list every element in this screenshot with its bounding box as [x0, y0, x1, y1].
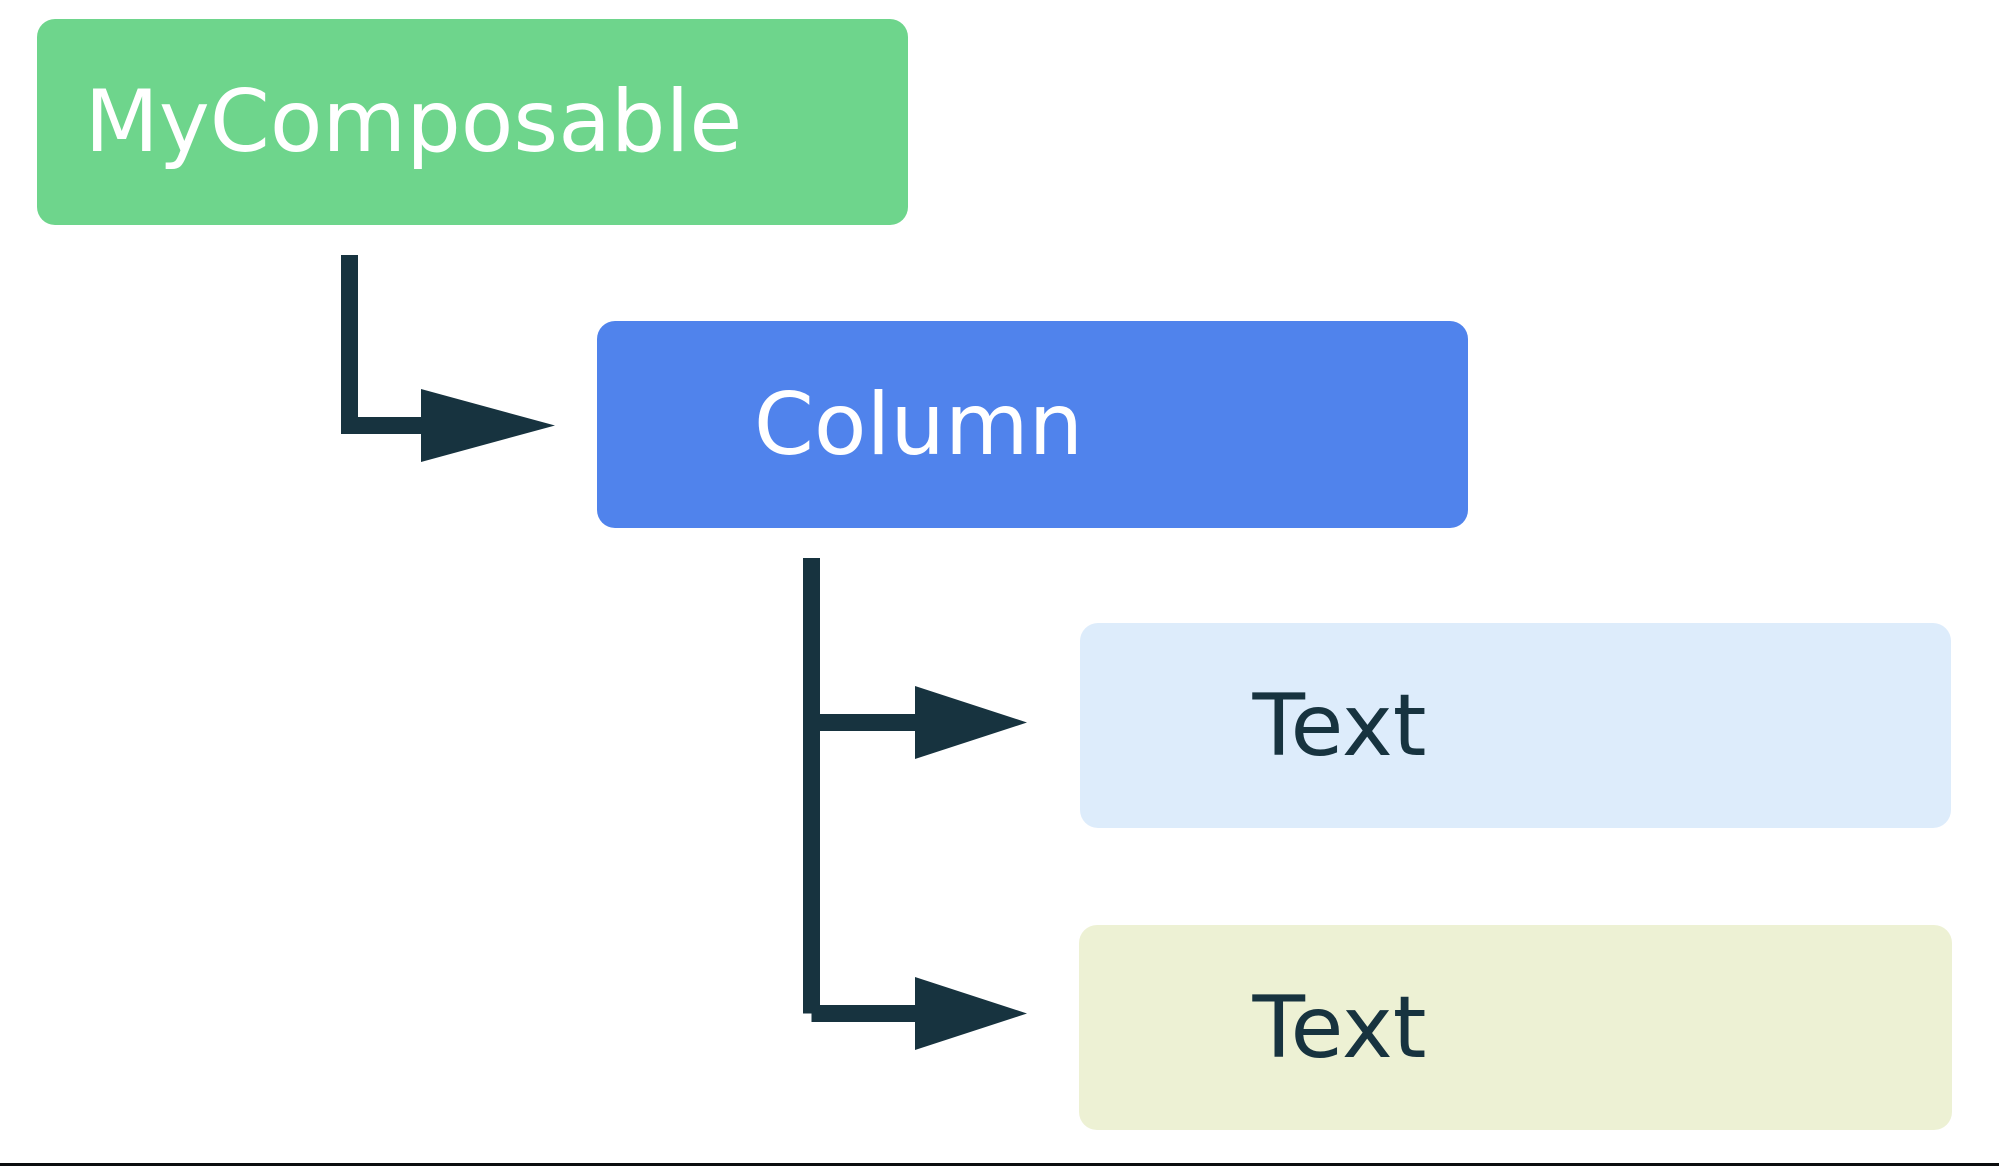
node-mycomposable-label: MyComposable: [84, 72, 743, 172]
node-text-second[interactable]: Text: [1079, 925, 1952, 1130]
arrowhead-icon: [915, 686, 1027, 759]
node-column-label: Column: [753, 374, 1084, 475]
node-text-first-label: Text: [1252, 675, 1427, 776]
node-text-second-label: Text: [1252, 977, 1427, 1078]
arrowhead-icon: [915, 977, 1027, 1050]
baseline-divider: [0, 1163, 1999, 1166]
node-text-first[interactable]: Text: [1080, 623, 1951, 828]
connector-elbow-path: [341, 255, 429, 434]
connector-mycomposable-to-column: [341, 255, 555, 462]
connector-column-to-text-children: [803, 558, 1027, 1050]
node-mycomposable[interactable]: MyComposable: [37, 19, 908, 225]
node-column[interactable]: Column: [597, 321, 1468, 528]
arrowhead-icon: [421, 389, 555, 462]
